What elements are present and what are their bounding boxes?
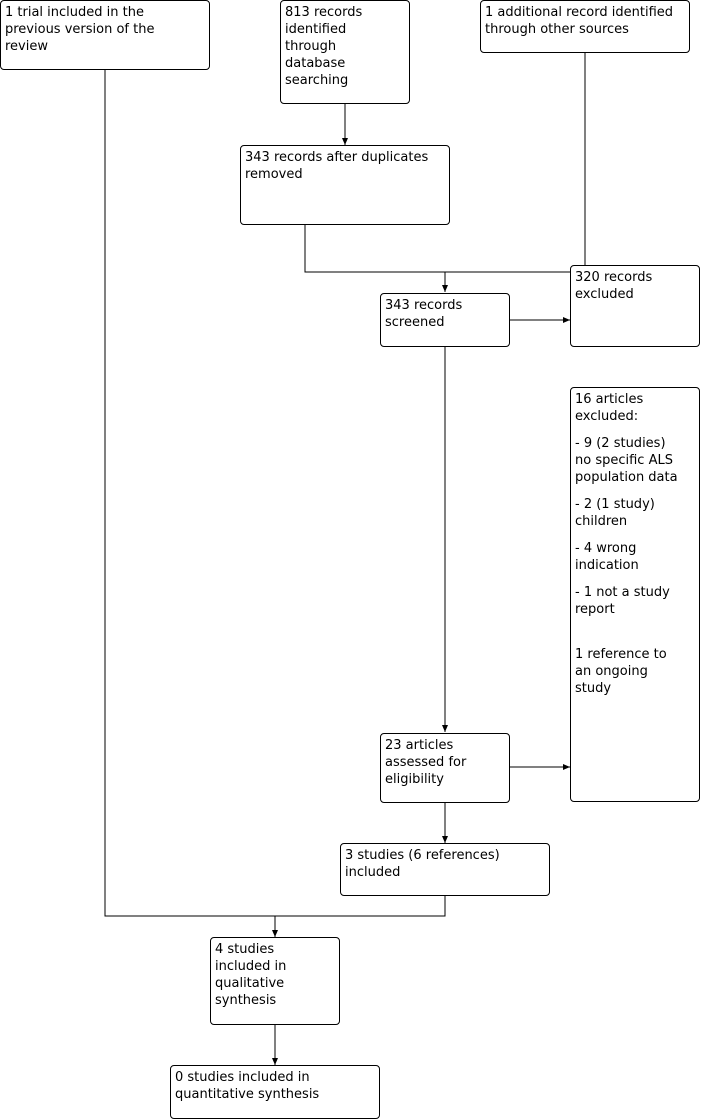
included-studies-box: 3 studies (6 references) included bbox=[340, 843, 550, 896]
articles-excluded-box: 16 articles excluded: - 9 (2 studies) no… bbox=[570, 387, 700, 802]
after-duplicates-box: 343 records after duplicates removed bbox=[240, 145, 450, 225]
screened-box: 343 records screened bbox=[380, 293, 510, 347]
quantitative-synthesis-box: 0 studies included in quantitative synth… bbox=[170, 1065, 380, 1119]
connector-duplicates-to-merge bbox=[304, 225, 585, 273]
excluded-reason: - 1 not a study report bbox=[575, 585, 670, 617]
records-excluded-box: 320 records excluded bbox=[570, 265, 700, 347]
ongoing-study-note: 1 reference to an ongoing study bbox=[575, 647, 667, 696]
excluded-reason: - 4 wrong indication bbox=[575, 541, 639, 573]
excluded-reason: - 2 (1 study) children bbox=[575, 497, 655, 529]
database-search-box: 813 records identified through database … bbox=[280, 0, 410, 104]
eligibility-box: 23 articles assessed for eligibility bbox=[380, 733, 510, 803]
excluded-heading: 16 articles excluded: bbox=[575, 392, 644, 424]
other-sources-box: 1 additional record identified through o… bbox=[480, 0, 690, 53]
prior-version-box: 1 trial included in the previous version… bbox=[0, 0, 210, 70]
excluded-reason: - 9 (2 studies) no specific ALS populati… bbox=[575, 436, 678, 485]
qualitative-synthesis-box: 4 studies included in qualitative synthe… bbox=[210, 937, 340, 1025]
